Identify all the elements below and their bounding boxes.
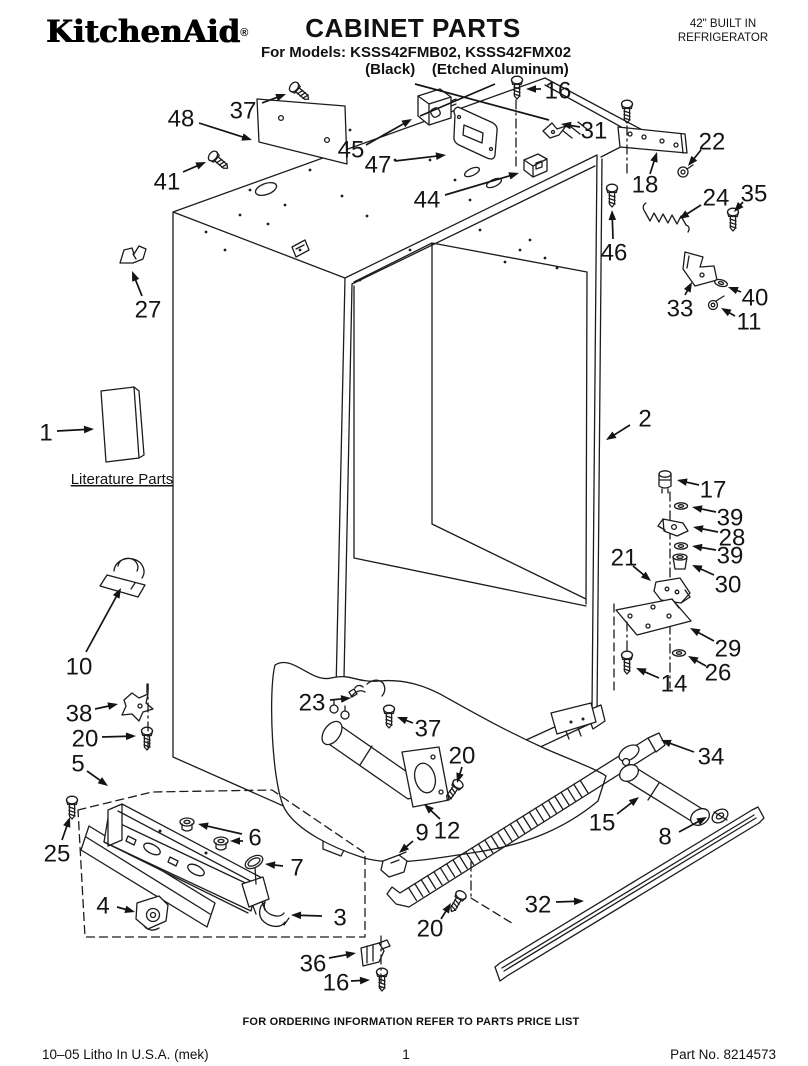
- part-callout-20: 20: [72, 726, 99, 753]
- part-callout-14: 14: [661, 671, 688, 698]
- product-line1: 42" BUILT IN: [689, 18, 757, 30]
- part-callout-24: 24: [703, 185, 730, 212]
- part-callout-26: 26: [705, 660, 732, 687]
- part-callout-41: 41: [154, 169, 181, 196]
- product-line2: REFRIGERATOR: [677, 32, 769, 44]
- page-title: CABINET PARTS: [305, 13, 521, 43]
- right-parts: [613, 470, 692, 693]
- rivet-holes: [204, 128, 559, 282]
- part-callout-4: 4: [96, 893, 109, 920]
- part-callout-18: 18: [632, 172, 659, 199]
- part-callout-34: 34: [698, 744, 725, 771]
- brand-logo: KitchenAid®: [46, 14, 248, 50]
- part-callout-20: 20: [417, 916, 444, 943]
- finish-subtitle: (Black) (Etched Aluminum): [365, 61, 569, 78]
- part-callout-36: 36: [300, 951, 327, 978]
- part-callout-8: 8: [658, 824, 671, 851]
- registered-mark: ®: [240, 27, 249, 39]
- part-callout-3: 3: [333, 905, 346, 932]
- part-callout-1: 1: [39, 420, 52, 447]
- part-callout-32: 32: [525, 892, 552, 919]
- part-callout-28: 28: [719, 525, 746, 552]
- part-callout-44: 44: [414, 187, 441, 214]
- part-callout-10: 10: [66, 654, 93, 681]
- part-callout-5: 5: [71, 751, 84, 778]
- part-callout-47: 47: [365, 152, 392, 179]
- litho-note: 10–05 Litho In U.S.A. (mek): [42, 1047, 209, 1062]
- part-callout-22: 22: [699, 129, 726, 156]
- literature-parts-label: Literature Parts: [71, 471, 174, 488]
- part-callout-27: 27: [135, 297, 162, 324]
- part-callout-45: 45: [338, 137, 365, 164]
- top-hardware: [205, 75, 740, 311]
- part-callout-31: 31: [581, 118, 608, 145]
- part-callout-6: 6: [248, 825, 261, 852]
- part-callout-21: 21: [611, 545, 638, 572]
- part-callout-38: 38: [66, 701, 93, 728]
- part-callout-25: 25: [44, 841, 71, 868]
- part-callout-37: 37: [415, 716, 442, 743]
- left-parts: [65, 245, 154, 820]
- part-callout-20: 20: [449, 743, 476, 770]
- part-callout-39: 39: [717, 543, 744, 570]
- product-label: 42" BUILT IN REFRIGERATOR: [648, 17, 798, 45]
- part-callout-48: 48: [168, 106, 195, 133]
- page-number: 1: [402, 1047, 410, 1062]
- part-callout-16: 16: [323, 970, 350, 997]
- part-callout-16: 16: [545, 78, 572, 105]
- part-callout-40: 40: [742, 285, 769, 312]
- rail-assembly: [77, 789, 366, 938]
- models-subtitle: For Models: KSSS42FMB02, KSSS42FMX02: [260, 44, 572, 61]
- part-callout-46: 46: [601, 240, 628, 267]
- part-callout-39: 39: [717, 505, 744, 532]
- part-number: Part No. 8214573: [670, 1047, 776, 1062]
- part-callout-35: 35: [741, 181, 768, 208]
- part-callout-7: 7: [290, 855, 303, 882]
- part-callout-12: 12: [434, 818, 461, 845]
- part-callout-37: 37: [230, 98, 257, 125]
- part-callout-23: 23: [299, 690, 326, 717]
- part-callout-29: 29: [715, 636, 742, 663]
- part-callout-2: 2: [638, 406, 651, 433]
- part-callout-15: 15: [589, 810, 616, 837]
- ordering-note: FOR ORDERING INFORMATION REFER TO PARTS …: [242, 1016, 580, 1028]
- brand-logo-text: KitchenAid: [46, 14, 241, 50]
- part-callout-9: 9: [415, 820, 428, 847]
- part-callout-33: 33: [667, 296, 694, 323]
- part-callout-11: 11: [737, 309, 762, 336]
- part-callout-17: 17: [700, 477, 727, 504]
- part-callout-30: 30: [715, 572, 742, 599]
- bottom-assembly: [147, 662, 765, 992]
